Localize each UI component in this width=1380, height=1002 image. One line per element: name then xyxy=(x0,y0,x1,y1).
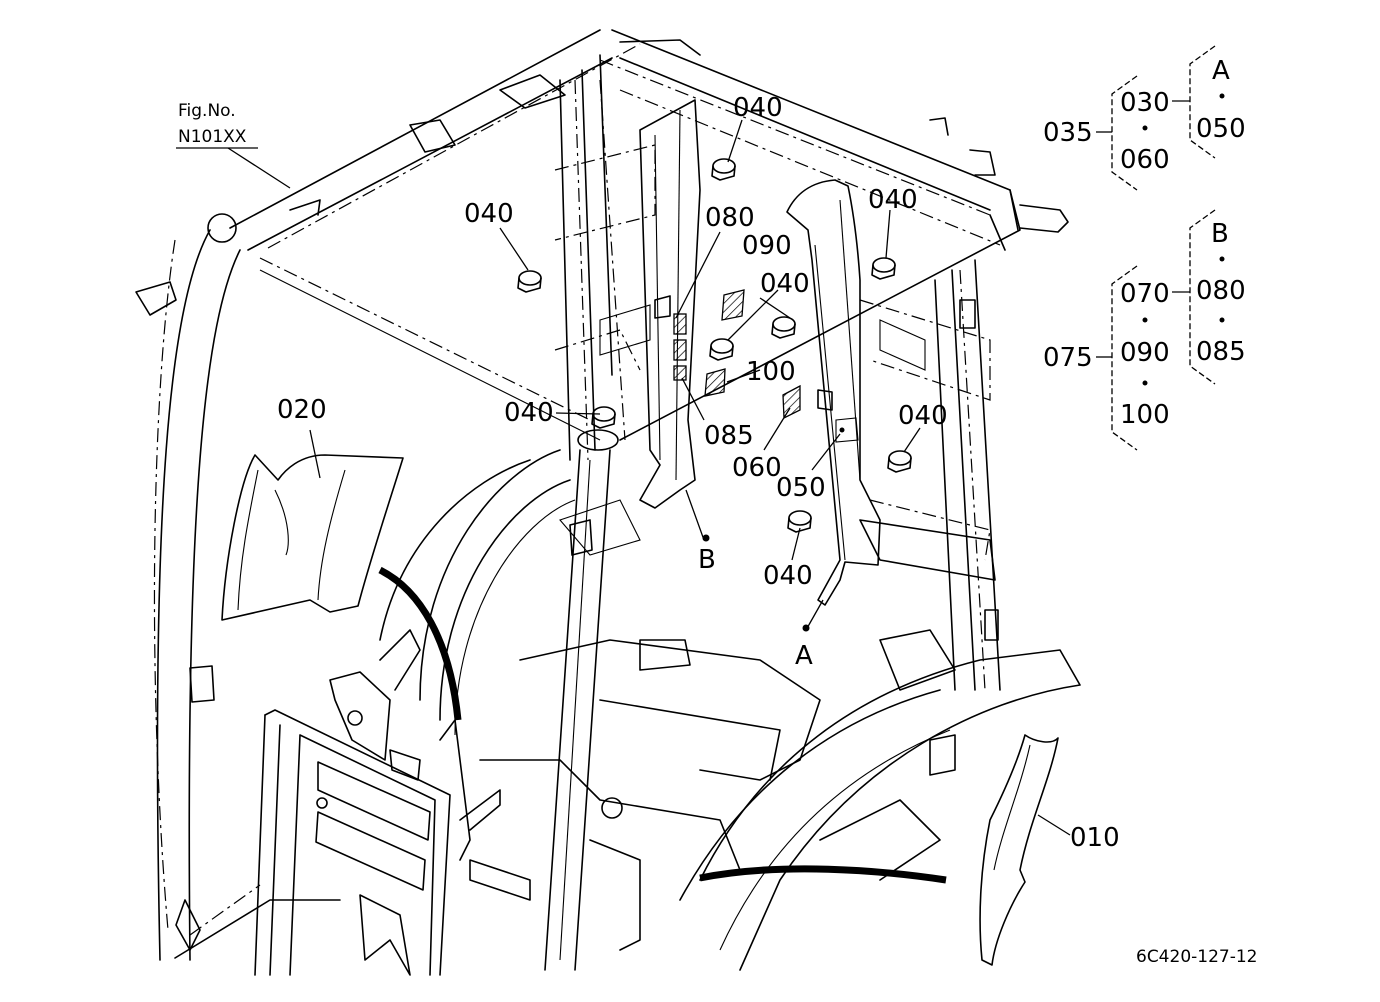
group-075-set-child-1: 080 xyxy=(1196,276,1246,306)
bolt-040-icon xyxy=(711,158,736,181)
bolt-040-icon xyxy=(591,406,616,429)
bolt-040-icon xyxy=(887,450,912,473)
group-075-child-3: 100 xyxy=(1120,400,1170,430)
drawing-code: 6C420-127-12 xyxy=(1136,947,1257,967)
fig-no-value: N101XX xyxy=(178,127,247,147)
group-035-set-child: 050 xyxy=(1196,114,1246,144)
group-035-child-2: 060 xyxy=(1120,145,1170,175)
group-075-child-2: 090 xyxy=(1120,338,1170,368)
group-035-set-letter: A xyxy=(1212,56,1230,86)
callout-100: 100 xyxy=(746,357,796,387)
callout-080: 080 xyxy=(705,203,755,233)
front-console xyxy=(254,629,471,976)
callout-010: 010 xyxy=(1070,823,1120,853)
group-035-child-1: 030 xyxy=(1120,88,1170,118)
callout-040: 040 xyxy=(464,199,514,229)
leader-lines xyxy=(176,119,1071,836)
group-035-tree: 035 030 060 A 050 xyxy=(1043,45,1246,191)
decal-100 xyxy=(704,368,726,397)
cab-floor xyxy=(379,449,1081,971)
part-020-panel xyxy=(221,454,404,621)
callout-090: 090 xyxy=(742,231,792,261)
bolt-040-icon xyxy=(517,270,542,293)
ref-b-label: B xyxy=(698,545,716,575)
callout-085: 085 xyxy=(704,421,754,451)
trim-panel-a xyxy=(786,179,991,606)
cab-frame xyxy=(135,29,1069,971)
callout-040: 040 xyxy=(504,398,554,428)
section-arrows xyxy=(378,566,947,884)
callout-040: 040 xyxy=(733,93,783,123)
decal-060 xyxy=(782,384,801,420)
bolt-040-icon xyxy=(709,338,734,361)
group-035-parent: 035 xyxy=(1043,118,1093,148)
callout-020: 020 xyxy=(277,395,327,425)
callout-labels: Fig.No. N101XX 040 040 080 090 040 040 1… xyxy=(178,93,1257,967)
fig-no-label: Fig.No. xyxy=(178,101,236,121)
group-075-set-letter: B xyxy=(1211,219,1229,249)
callout-050: 050 xyxy=(776,473,826,503)
part-010-trim xyxy=(979,734,1059,966)
trim-panel-b xyxy=(554,99,701,509)
callout-040: 040 xyxy=(763,561,813,591)
group-075-tree: 075 070 090 100 B 080 085 xyxy=(1043,209,1246,451)
bolt-040-icon xyxy=(787,510,812,533)
decal-090 xyxy=(721,289,745,321)
group-075-child-1: 070 xyxy=(1120,279,1170,309)
bolt-040-icon xyxy=(771,316,796,339)
callout-040: 040 xyxy=(868,185,918,215)
bolt-040-icon xyxy=(871,257,896,280)
callout-040: 040 xyxy=(760,269,810,299)
callout-040: 040 xyxy=(898,401,948,431)
group-075-parent: 075 xyxy=(1043,343,1093,373)
callout-060: 060 xyxy=(732,453,782,483)
ref-a-label: A xyxy=(795,641,813,671)
group-075-set-child-2: 085 xyxy=(1196,337,1246,367)
